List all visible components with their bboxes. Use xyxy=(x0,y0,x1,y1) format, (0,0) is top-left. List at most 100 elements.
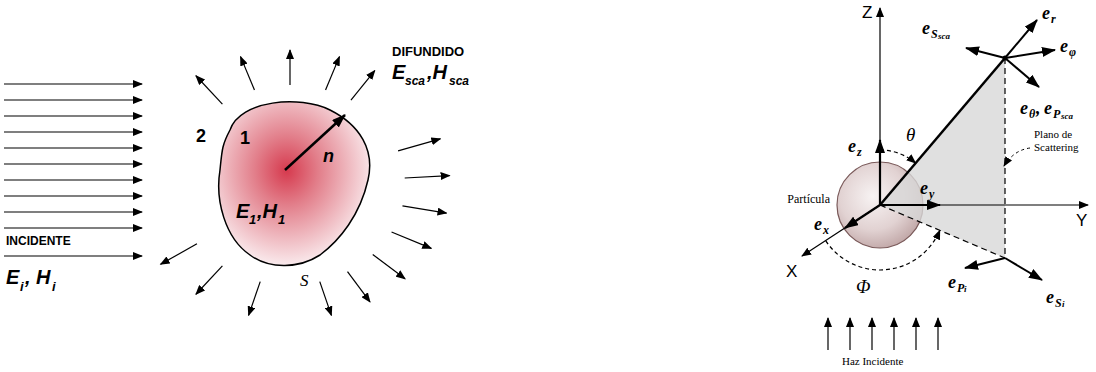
incident-ray xyxy=(4,211,142,212)
incident-ray xyxy=(893,318,894,350)
incident-ray xyxy=(849,318,850,350)
particle-region-outline xyxy=(212,95,377,273)
leader-line xyxy=(1004,148,1030,166)
particle-label: Partícula xyxy=(787,192,830,207)
beam-label: DIFUNDIDO xyxy=(392,44,464,59)
field-subscript: i xyxy=(20,279,24,294)
vector-subscript: P xyxy=(957,281,964,296)
vector-label: e xyxy=(1046,287,1054,308)
scattered-ray xyxy=(241,57,255,90)
scattered-ray xyxy=(249,282,261,316)
scattered-ray xyxy=(373,254,405,278)
axis-label: Z xyxy=(862,3,872,23)
region-number: 2 xyxy=(196,126,206,147)
incident-ray xyxy=(4,131,142,132)
scattered-ray xyxy=(161,244,197,265)
unit-vector xyxy=(965,258,1005,268)
incident-ray xyxy=(4,147,142,148)
vector-label: e xyxy=(1060,36,1068,57)
beam-label: INCIDENTE xyxy=(6,234,71,248)
field-subscript: 1 xyxy=(278,212,285,227)
particle-outline xyxy=(219,102,370,266)
field-symbol: E xyxy=(236,200,249,223)
incident-ray xyxy=(827,318,828,350)
vector-label: e xyxy=(814,214,822,235)
incident-ray xyxy=(4,255,142,256)
particle-sphere-outline xyxy=(836,161,924,249)
vector-subscript: sca xyxy=(1061,111,1073,121)
unit-vector xyxy=(880,204,940,206)
vector-subscript: z xyxy=(857,145,862,160)
incident-ray xyxy=(4,179,142,180)
surface-label: S xyxy=(300,271,309,291)
scattered-ray xyxy=(398,139,440,151)
scattered-ray xyxy=(326,57,340,90)
axis-label: X xyxy=(786,262,797,282)
vector-label: , xyxy=(1036,98,1041,119)
axis-label: Y xyxy=(1076,211,1087,231)
particle-sphere: Partícula xyxy=(836,161,924,249)
vector-subscript: θ xyxy=(1029,107,1035,122)
vector-subscript: S xyxy=(1055,296,1062,311)
incident-ray xyxy=(4,163,142,164)
field-subscript: sca xyxy=(405,74,425,88)
incident-ray xyxy=(4,227,142,228)
vector-label: e xyxy=(922,18,930,39)
unit-vector xyxy=(1005,258,1042,280)
vector-subscript: i xyxy=(1062,299,1065,309)
vector-subscript: r xyxy=(1051,12,1056,27)
beam-label: Haz Incidente xyxy=(842,355,903,368)
incident-ray xyxy=(4,115,142,116)
scattered-ray xyxy=(348,272,371,302)
scattered-ray xyxy=(351,71,375,101)
plane-label: Plano de Scattering xyxy=(1034,128,1092,153)
field-symbol: , H xyxy=(25,266,51,289)
y-axis xyxy=(880,204,1088,205)
angle-label: θ xyxy=(906,124,915,146)
scattered-ray xyxy=(402,206,446,213)
incident-ray xyxy=(4,195,142,196)
region-number: 1 xyxy=(240,128,250,149)
unit-vector xyxy=(1005,20,1037,58)
vector-subscript: S xyxy=(931,27,938,42)
scattering-direction xyxy=(880,58,1005,205)
theta-arc xyxy=(880,150,916,163)
incident-ray xyxy=(871,318,872,350)
particle-region: 1E1,H1 xyxy=(212,95,377,273)
field-symbol: ,H xyxy=(427,61,447,84)
incident-ray xyxy=(4,83,142,84)
unit-vector xyxy=(879,140,881,205)
scattered-ray xyxy=(320,282,332,316)
vector-subscript: y xyxy=(929,187,934,202)
vector-label: e xyxy=(920,178,928,199)
vector-label: e xyxy=(948,272,956,293)
field-symbol: E xyxy=(392,61,405,84)
scattered-ray xyxy=(392,232,432,248)
vector-subscript: P xyxy=(1053,107,1060,122)
vector-label: e xyxy=(1044,98,1052,119)
scattered-ray xyxy=(405,176,450,178)
vector-subscript: φ xyxy=(1069,45,1076,60)
unit-vector xyxy=(1005,58,1039,87)
normal-label: n xyxy=(323,146,334,167)
field-subscript: sca xyxy=(449,74,469,88)
field-subscript: i xyxy=(52,279,56,294)
vector-label: e xyxy=(1020,98,1028,119)
incident-ray xyxy=(4,99,142,100)
field-symbol: ,H xyxy=(257,200,277,223)
scattered-ray xyxy=(289,50,290,85)
scattered-ray xyxy=(196,266,222,294)
incident-ray xyxy=(937,318,938,350)
vector-label: e xyxy=(848,136,856,157)
field-symbol: E xyxy=(6,266,19,289)
z-axis xyxy=(879,8,880,205)
field-subscript: 1 xyxy=(249,212,256,227)
incident-ray xyxy=(915,318,916,350)
vector-subscript: x xyxy=(823,223,829,238)
sphere-outline xyxy=(837,162,923,248)
vector-subscript: sca xyxy=(938,31,950,41)
unit-vector xyxy=(966,48,1005,58)
angle-label: Φ xyxy=(856,276,870,298)
vector-label: e xyxy=(1042,3,1050,24)
